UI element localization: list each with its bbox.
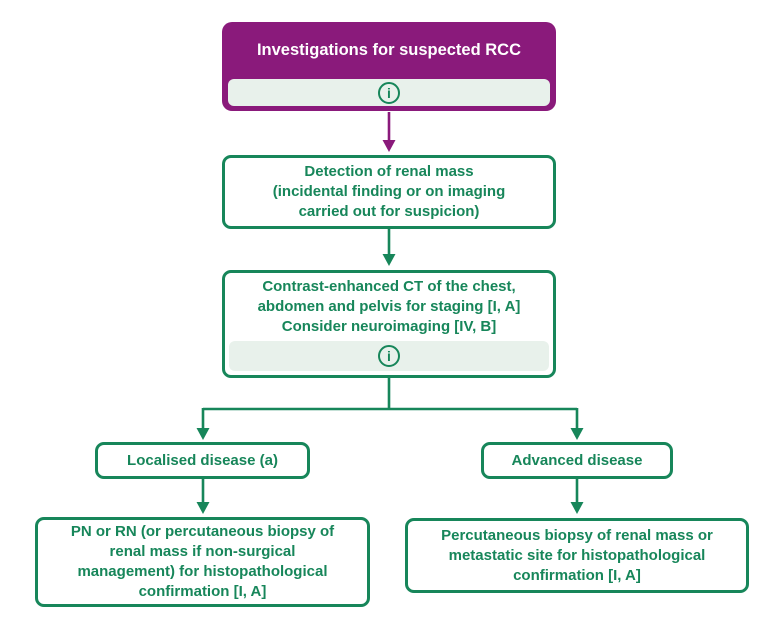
arrowhead-root-to-detection [382,140,396,152]
edge-ct-branch [201,378,579,429]
advanced-disease-node: Advanced disease [481,442,673,479]
arrowhead-advanced-to-action [570,502,584,514]
info-icon[interactable]: i [378,81,400,104]
arrowhead-localised-to-action [196,502,210,514]
arrowhead-branch-left [196,428,210,440]
root-title: Investigations for suspected RCC [256,41,522,59]
ct-staging-label: Contrast-enhanced CT of the chest, abdom… [257,278,521,335]
root-node: Investigations for suspected RCC i [222,22,556,111]
localised-disease-node: Localised disease (a) [95,442,310,479]
info-icon[interactable]: i [378,345,400,367]
localised-action-node: PN or RN (or percutaneous biopsy of rena… [35,517,370,607]
ct-staging-node: Contrast-enhanced CT of the chest, abdom… [222,270,556,378]
arrowhead-detection-to-ct [382,254,396,266]
detection-node: Detection of renal mass (incidental find… [222,155,556,229]
ct-info-bar: i [229,341,549,371]
advanced-action-node: Percutaneous biopsy of renal mass or met… [405,518,749,593]
root-info-bar: i [228,79,550,106]
arrowhead-branch-right [570,428,584,440]
